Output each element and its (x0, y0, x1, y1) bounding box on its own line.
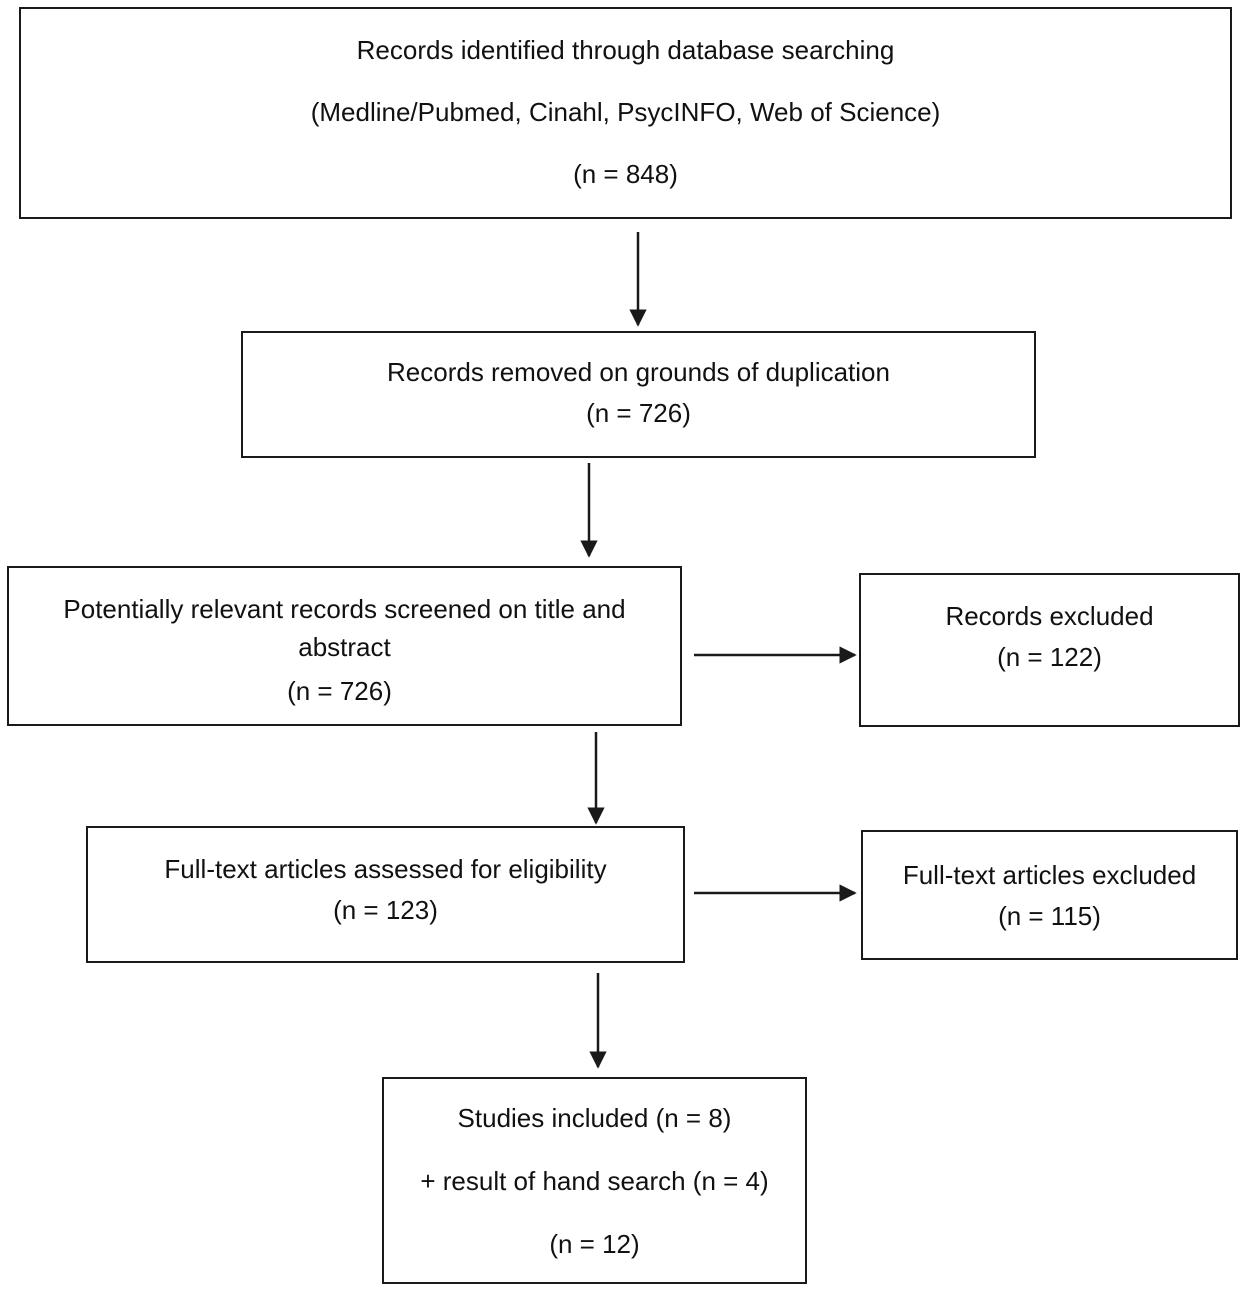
records-excluded-count: (n = 122) (997, 642, 1102, 672)
hand-search-label: + result of hand search (n = 4) (420, 1166, 769, 1196)
duplicates-removed-count: (n = 726) (586, 398, 691, 428)
studies-included-box: Studies included (n = 8) + result of han… (382, 1077, 807, 1284)
records-identified-count: (n = 848) (573, 159, 678, 189)
records-screened-box: Potentially relevant records screened on… (7, 566, 682, 726)
fulltext-assessed-box: Full-text articles assessed for eligibil… (86, 826, 685, 963)
records-excluded-label: Records excluded (945, 601, 1154, 631)
fulltext-excluded-box: Full-text articles excluded (n = 115) (861, 830, 1238, 960)
records-screened-label: Potentially relevant records screened on… (63, 594, 626, 662)
records-identified-box: Records identified through database sear… (19, 7, 1232, 219)
studies-included-count: (n = 12) (549, 1229, 640, 1259)
studies-included-label: Studies included (n = 8) (457, 1103, 732, 1133)
fulltext-assessed-label: Full-text articles assessed for eligibil… (164, 854, 607, 884)
fulltext-excluded-label: Full-text articles excluded (902, 860, 1197, 890)
records-screened-count: (n = 726) (287, 676, 392, 706)
records-identified-label: Records identified through database sear… (356, 35, 895, 65)
fulltext-assessed-count: (n = 123) (333, 895, 438, 925)
records-excluded-box: Records excluded (n = 122) (859, 573, 1240, 727)
fulltext-excluded-count: (n = 115) (998, 901, 1101, 931)
duplicates-removed-label: Records removed on grounds of duplicatio… (387, 357, 890, 387)
databases-label: (Medline/Pubmed, Cinahl, PsycINFO, Web o… (310, 97, 941, 127)
duplicates-removed-box: Records removed on grounds of duplicatio… (241, 331, 1036, 458)
